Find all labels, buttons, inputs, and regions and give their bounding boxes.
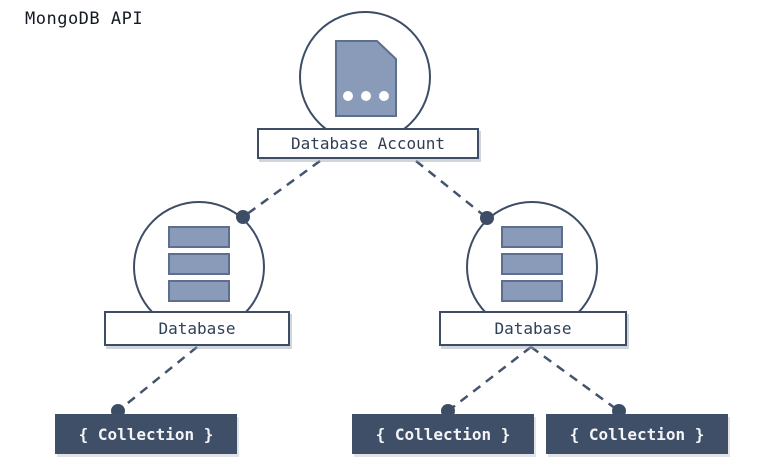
document-card-icon: [335, 40, 397, 117]
node-collection-1: { Collection }: [55, 414, 237, 454]
database-account-node-circle: [299, 11, 431, 143]
doc-dot-icon: [343, 91, 353, 101]
edge-db-right-to-collection-2: [447, 346, 532, 412]
doc-dot-icon: [361, 91, 371, 101]
edge-account-to-db-right: [415, 160, 488, 219]
diagram-title: MongoDB API: [25, 9, 144, 29]
edge-account-to-db-left: [242, 159, 321, 219]
stacked-rows-icon: [501, 226, 563, 302]
node-label-database-right: Database: [439, 311, 627, 346]
edge-db-left-to-collection-1: [117, 346, 198, 412]
node-collection-3: { Collection }: [546, 414, 728, 454]
stacked-rows-icon: [168, 226, 230, 302]
edge-db-right-to-collection-3: [530, 345, 620, 413]
node-label-database-account: Database Account: [257, 128, 479, 159]
doc-dot-icon: [379, 91, 389, 101]
node-label-database-left: Database: [104, 311, 290, 346]
node-collection-2: { Collection }: [352, 414, 534, 454]
